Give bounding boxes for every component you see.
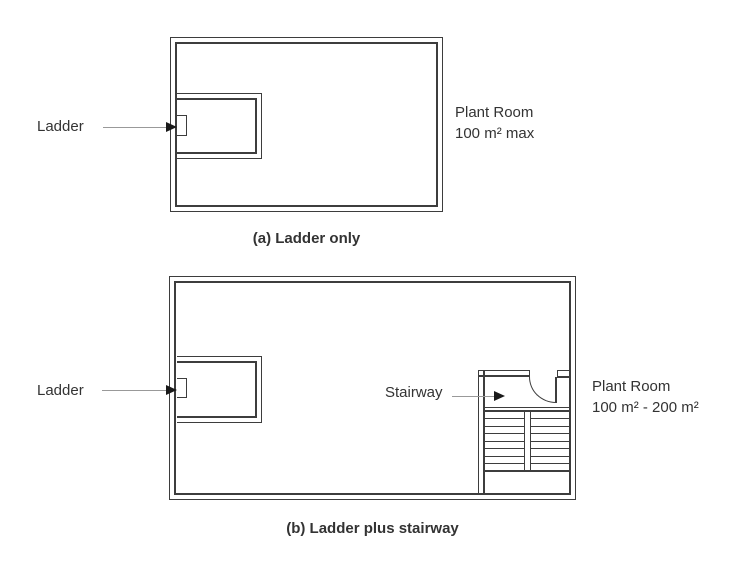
ladder-leader-line-b (102, 390, 166, 391)
room-label-b-line2: 100 m² - 200 m² (592, 399, 699, 416)
stair-flight-divider (524, 412, 531, 470)
stairway-label: Stairway (385, 384, 443, 401)
ladder-enclosure-b-inner-wall (177, 361, 257, 418)
stair-door-jamb (557, 370, 569, 378)
ladder-enclosure-b (177, 356, 262, 423)
stair-landing-edge (485, 410, 570, 412)
room-label-b-line1: Plant Room (592, 378, 671, 395)
stair-bottom-edge (485, 470, 570, 472)
ladder-label-a: Ladder (37, 118, 84, 135)
ladder-arrowhead-a (166, 122, 177, 132)
room-label-b: Plant Room 100 m² - 200 m² (592, 376, 699, 418)
stair-top-wall (478, 370, 530, 377)
ladder-symbol-a (177, 115, 187, 136)
ladder-symbol-b (177, 378, 187, 398)
ladder-enclosure-a-inner-wall (177, 98, 257, 154)
room-label-a: Plant Room 100 m² max (455, 102, 534, 144)
stair-landing-edge-thin (485, 407, 570, 408)
ladder-arrowhead-b (166, 385, 177, 395)
stairway-leader-line (452, 396, 494, 397)
door-leaf (555, 377, 557, 403)
caption-a: (a) Ladder only (252, 230, 361, 247)
stairway-arrowhead (494, 391, 505, 401)
plant-room-a-outline (170, 37, 443, 212)
ladder-label-b: Ladder (37, 382, 84, 399)
ladder-leader-line-a (103, 127, 166, 128)
room-label-a-line2: 100 m² max (455, 125, 535, 142)
ladder-enclosure-a (177, 93, 262, 159)
stair-left-wall (478, 370, 485, 494)
caption-b: (b) Ladder plus stairway (286, 520, 459, 537)
room-label-a-line1: Plant Room (455, 104, 534, 121)
